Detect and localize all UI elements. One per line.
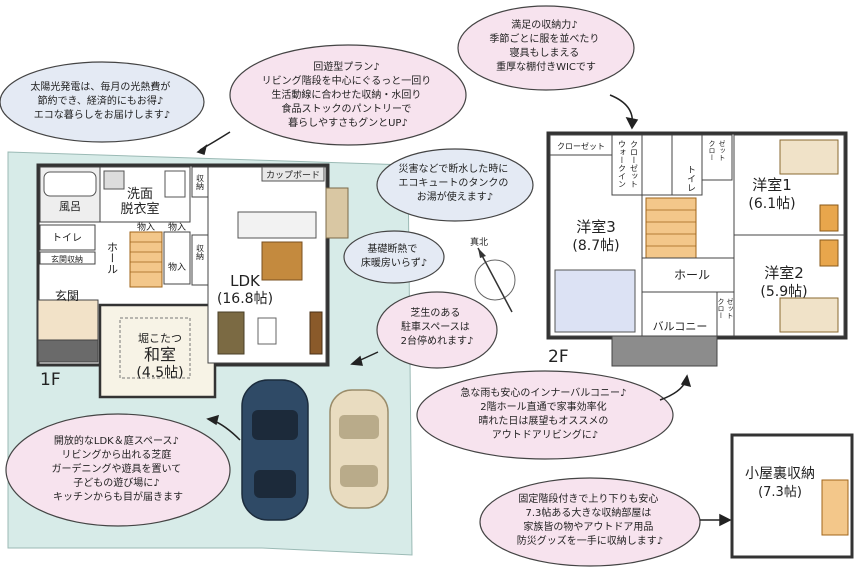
- walkin-label: ウォークイン: [618, 140, 627, 188]
- bed-western1: [779, 139, 839, 175]
- western3-label: 洋室3: [576, 218, 616, 236]
- compass-icon: [474, 247, 516, 313]
- pointer-arrows: [196, 94, 732, 527]
- entrance-label: 玄関: [55, 288, 79, 303]
- bubble-attic-storage: 固定階段付きで上り下りも安心 7.3帖ある大きな収納部屋は 家族皆の物やアウトド…: [479, 477, 701, 567]
- bubble-parking: 芝生のある 駐車スペースは 2台停めれます♪: [376, 291, 498, 369]
- washitsu-room: [98, 303, 217, 399]
- balcony-rail: [611, 335, 718, 367]
- walkin-closet-2: [641, 134, 673, 196]
- western1-label: 洋室1: [752, 176, 792, 194]
- western3-size: (8.7帖): [572, 238, 619, 254]
- kitchen-island: [237, 211, 317, 239]
- kotatsu: [119, 317, 191, 379]
- washitsu-label: 和室: [144, 345, 176, 364]
- svg-text:基礎断熱で 床暖房いらず♪: 基礎断熱で 床暖房いらず♪: [361, 242, 427, 269]
- attic-label: 小屋裏収納: [745, 465, 815, 482]
- washer: [103, 170, 125, 190]
- storage-box-2: [191, 234, 209, 286]
- western2-size: (5.9帖): [760, 284, 807, 300]
- svg-text:回遊型プラン♪ リビング階段を中心にぐるっと一回: 回遊型プラン♪ リビング階段を中心にぐるっと一回り 生活動線に合わせた収納・水回…: [262, 60, 435, 129]
- attic-stairs: [821, 479, 849, 536]
- bed-western2: [779, 297, 839, 333]
- tv-board: [309, 311, 323, 355]
- storage-a-label: 収納: [196, 173, 205, 191]
- stairs-2f-steps: [646, 209, 696, 247]
- entrance-storage-label: 玄関収納: [51, 254, 83, 264]
- washroom-label-2: 脱衣室: [120, 201, 159, 217]
- compass-label: 真北: [470, 236, 488, 248]
- bubble-solar: 太陽光発電は、毎月の光熱費が 節約でき、経済的にもお得♪ エコな暮らしをお届けし…: [0, 61, 205, 143]
- sink: [164, 170, 186, 198]
- closet-small1-label-2: ゼット: [718, 139, 726, 161]
- floor1-label: 1F: [40, 370, 61, 390]
- bubble-wic: 満足の収納力♪ 季節ごとに服を並べたり 寝具もしまえる 重厚な棚付きWICです: [457, 5, 635, 91]
- storage-b-label: 収納: [196, 243, 205, 261]
- western2-label: 洋室2: [764, 264, 804, 282]
- entrance-storage-box: [39, 251, 96, 265]
- bubble-circulation: 回遊型プラン♪ リビング階段を中心にぐるっと一回り 生活動線に合わせた収納・水回…: [229, 44, 467, 146]
- bubble-inner-balcony: 急な雨も安心のインナーバルコニー♪ 2階ホール直通で家事効率化 晴れた日は展望も…: [416, 370, 674, 460]
- hall-label: ホール: [106, 241, 119, 274]
- bed-western3: [554, 269, 636, 333]
- toilet-2f-label: トイレ: [685, 165, 696, 192]
- sofa: [217, 311, 245, 355]
- closet-2f-label: クローゼット: [557, 141, 605, 151]
- washroom-label: 洗面: [127, 187, 153, 202]
- low-table: [257, 317, 277, 345]
- car-blue: [241, 379, 309, 521]
- desk-western2: [819, 239, 839, 267]
- closet-small1-label: クロー: [708, 140, 716, 161]
- attic-size: (7.3帖): [758, 485, 802, 500]
- closet-in1-label: 物入: [137, 221, 155, 233]
- deck: [325, 187, 349, 239]
- toilet-room: [39, 224, 96, 251]
- svg-text:開放的なLDK＆庭スペース♪ リビングから出れる: 開放的なLDK＆庭スペース♪ リビングから出れる芝庭 ガーデニングや遊具を置いて…: [52, 434, 185, 503]
- hall-2f: [641, 257, 735, 293]
- western1-size: (6.1帖): [748, 196, 795, 212]
- stairs-1f-steps: [130, 241, 162, 273]
- closet-in-box: [163, 231, 191, 285]
- cupboard-counter: [261, 166, 325, 182]
- closet-in3-label: 物入: [168, 261, 186, 273]
- stairs-1f: [129, 231, 163, 288]
- ldk-size: (16.8帖): [217, 291, 273, 307]
- walkin-label-2: クローゼット: [630, 140, 639, 188]
- svg-text:満足の収納力♪ 季節ごとに服を並べたり: 満足の収納力♪ 季節ごとに服を並べたり 寝具もしまえる 重厚な棚付きWICです: [489, 18, 602, 73]
- hall-2f-label: ホール: [674, 268, 710, 282]
- stairs-2f: [645, 197, 697, 259]
- ldk-label: LDK: [230, 272, 261, 290]
- balcony: [641, 291, 718, 337]
- svg-text:太陽光発電は、毎月の光熱費が 節約でき、経済的に: 太陽光発電は、毎月の光熱費が 節約でき、経済的にもお得♪ エコな暮らしをお届けし…: [30, 80, 173, 121]
- dining-table: [261, 241, 303, 281]
- closet-small2-label-2: ゼット: [726, 297, 734, 319]
- svg-text:急な雨も安心のインナーバルコニー♪ 2階ホール直: 急な雨も安心のインナーバルコニー♪ 2階ホール直通で家事効率化 晴れた日は展望も…: [460, 386, 629, 441]
- bubble-insulation: 基礎断熱で 床暖房いらず♪: [343, 230, 445, 284]
- svg-text:芝生のある 駐車スペースは 2台停め: 芝生のある 駐車スペースは 2台停めれます♪: [401, 306, 474, 347]
- closet-small-1: [701, 134, 733, 181]
- svg-text:固定階段付きで上り下りも安心 7.3帖ある大きな: 固定階段付きで上り下りも安心 7.3帖ある大きな収納部屋は 家族皆の物やアウトド…: [517, 492, 663, 547]
- washitsu-size: (4.5帖): [136, 365, 183, 381]
- closet-in2-label: 物入: [168, 221, 186, 233]
- bubble-ecocute: 災害などで断水した時に エコキュートのタンクの お湯が使えます♪: [376, 148, 534, 222]
- balcony-label: バルコニー: [653, 320, 708, 333]
- closet-small2-label: クロー: [717, 298, 725, 319]
- entrance-step: [37, 339, 99, 363]
- cupboard-label: カップボード: [266, 170, 320, 181]
- walkin-closet: [611, 134, 643, 196]
- bathtub: [43, 171, 97, 197]
- toilet-label: トイレ: [52, 233, 82, 244]
- car-beige: [329, 389, 389, 509]
- svg-text:災害などで断水した時に エコキュートのタンクの: 災害などで断水した時に エコキュートのタンクの お湯が使えます♪: [398, 162, 511, 203]
- desk-western1: [819, 204, 839, 232]
- bubble-garden: 開放的なLDK＆庭スペース♪ リビングから出れる芝庭 ガーデニングや遊具を置いて…: [5, 413, 231, 527]
- floor2-label: 2F: [548, 347, 569, 367]
- kotatsu-label: 堀こたつ: [138, 332, 182, 345]
- bath-label: 風呂: [59, 200, 81, 213]
